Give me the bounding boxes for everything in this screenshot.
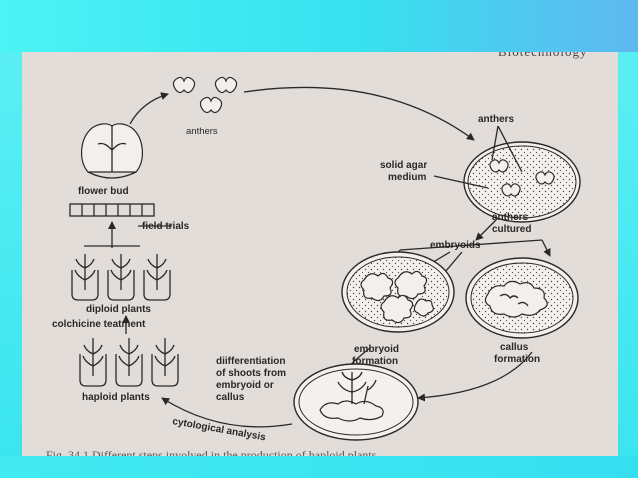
anther-culture-plate: [463, 141, 581, 223]
label-callus-formation-2: formation: [494, 354, 540, 365]
label-solid-agar-1: solid agar: [380, 160, 427, 171]
callus-formation-plate: [465, 257, 579, 339]
label-embryoid-formation-2: formation: [352, 356, 398, 367]
label-anthers-right: anthers: [478, 114, 515, 125]
arrow-to-embryoids: [475, 219, 497, 241]
label-field-trials-visible: field trials: [142, 221, 190, 232]
haploid-plant-tubes: [79, 338, 179, 387]
field-trials-plots: [69, 203, 155, 217]
label-haploid-plants: haploid plants: [82, 392, 150, 403]
label-differentiation-1: diifferentiation: [216, 356, 285, 367]
slide-top-background: [0, 0, 638, 52]
haploid-production-diagram: anthers flower bud field trials field tr…: [52, 76, 581, 443]
arrow-callus-to-shoots: [417, 351, 533, 402]
label-callus-formation-1: callus: [500, 342, 529, 353]
anthers-group-top: [172, 76, 238, 114]
arrow-bud-to-anthers: [129, 92, 169, 125]
label-embryoids: embryoids: [430, 240, 481, 251]
label-differentiation-3: embryoid or: [216, 380, 274, 391]
book-running-header: Biotechnology: [498, 52, 618, 60]
label-cytological-analysis: cytological analysis: [171, 416, 266, 443]
label-anthers-cultured-1: anthers: [492, 212, 529, 223]
bracket-embryoids: [399, 239, 543, 251]
pointer-anthers-right: [491, 125, 523, 173]
label-anthers-top: anthers: [186, 126, 218, 137]
flower-bud-icon: [81, 123, 143, 179]
arrow-cytological: [161, 397, 293, 428]
label-colchicine: colchicine teatment: [52, 319, 146, 330]
label-anthers-cultured-2: cultured: [492, 224, 531, 235]
figure-caption: Fig. 34.1 Different steps involved in th…: [46, 448, 377, 456]
arrow-anthers-to-culture: [243, 86, 475, 141]
label-flower-bud: flower bud: [78, 186, 129, 197]
embryoid-formation-plate: [341, 251, 455, 333]
label-embryoid-formation-1: embryoid: [354, 344, 399, 355]
arrow-to-callus-plate: [541, 239, 551, 257]
label-differentiation-4: callus: [216, 392, 245, 403]
pointer-solid-agar: [433, 175, 489, 189]
label-diploid-plants: diploid plants: [86, 304, 151, 315]
diploid-plant-tubes: [71, 254, 171, 301]
slide-bottom-background: [0, 456, 638, 478]
scanned-textbook-page: Biotechnology anthers: [22, 52, 618, 456]
label-solid-agar-2: medium: [388, 172, 426, 183]
label-differentiation-2: of shoots from: [216, 368, 286, 379]
shoot-differentiation-plate: [293, 363, 419, 441]
